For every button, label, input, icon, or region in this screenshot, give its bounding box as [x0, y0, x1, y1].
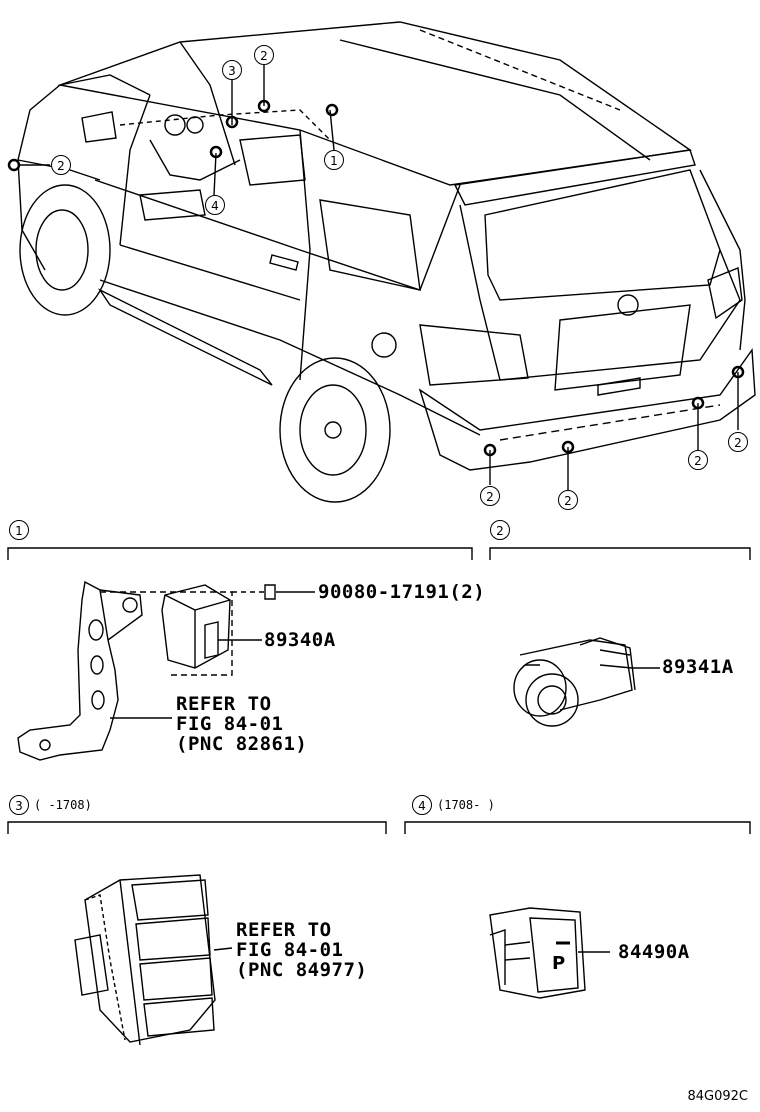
callout-2: 2	[558, 490, 578, 510]
ecu-bracket-drawing	[17, 580, 315, 761]
part-ecu-label: 89340A	[264, 629, 336, 651]
callout-2: 2	[254, 45, 274, 65]
section-3-range: ( -1708)	[34, 798, 92, 812]
refer2-line2: FIG 84-01	[236, 939, 344, 961]
refer2-line3: (PNC 84977)	[236, 959, 368, 981]
refer1-line1: REFER TO	[176, 693, 272, 715]
callout-1: 1	[324, 150, 344, 170]
section-2-marker: 2	[490, 520, 510, 540]
section-4-marker: 4	[412, 795, 432, 815]
switch-panel-drawing	[74, 874, 233, 1046]
parking-sensor-drawing	[513, 637, 660, 727]
callout-2: 2	[51, 155, 71, 175]
drawing-code: 84G092C	[687, 1089, 748, 1104]
section-3-marker: 3	[9, 795, 29, 815]
callout-4: 4	[205, 195, 225, 215]
refer2-line1: REFER TO	[236, 919, 332, 941]
section-dividers	[7, 547, 751, 834]
callout-2: 2	[688, 450, 708, 470]
p-switch-drawing	[489, 907, 610, 999]
vehicle-illustration	[7, 21, 756, 503]
callout-3: 3	[222, 60, 242, 80]
callout-2: 2	[480, 486, 500, 506]
section-1-marker: 1	[9, 520, 29, 540]
switch-face-text: P	[552, 953, 566, 974]
callout-2: 2	[728, 432, 748, 452]
part-bolt-label: 90080-17191(2)	[318, 581, 486, 603]
refer1-line3: (PNC 82861)	[176, 733, 308, 755]
section-4-range: (1708- )	[437, 798, 495, 812]
part-switch-label: 84490A	[618, 941, 690, 963]
part-sensor-label: 89341A	[662, 656, 734, 678]
refer1-line2: FIG 84-01	[176, 713, 284, 735]
